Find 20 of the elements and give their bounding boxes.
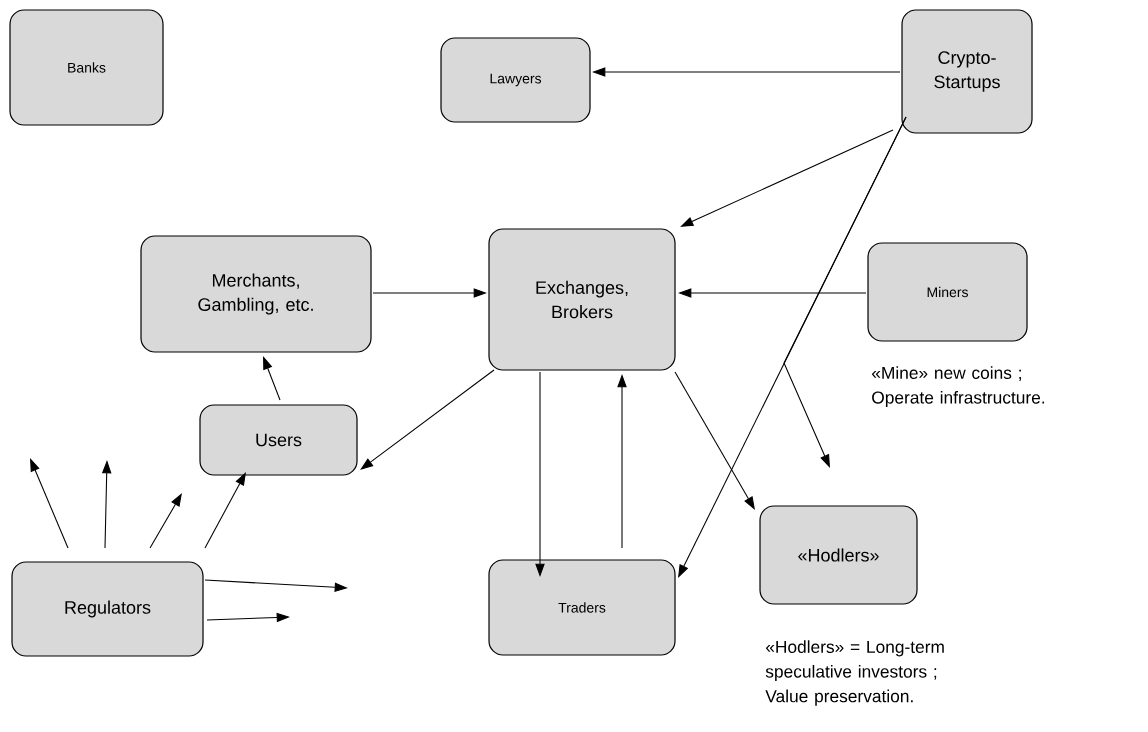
arrow <box>263 356 281 401</box>
process-box: Exchanges, Brokers <box>488 228 676 371</box>
arrow <box>680 129 894 227</box>
note-text: «Mine» new coins ; Operate infrastructure. <box>872 366 1045 408</box>
arrow <box>674 371 755 510</box>
process-box: Regulators <box>11 561 204 657</box>
process-box: Miners <box>867 242 1028 342</box>
process-box: Merchants, Gambling, etc. <box>140 235 372 353</box>
process-box: Users <box>199 404 358 476</box>
arrow <box>204 472 246 549</box>
arrow <box>149 493 182 549</box>
arrow <box>360 369 495 470</box>
arrow <box>783 116 907 468</box>
process-box: «Hodlers» <box>759 505 918 605</box>
process-box: Lawyers <box>440 37 591 123</box>
process-box: Banks <box>9 9 164 126</box>
process-box: Traders <box>488 559 676 656</box>
note-text: «Hodlers» = Long-term speculative investors ; Value preservation. <box>765 640 944 706</box>
arrow <box>30 458 69 549</box>
process-box: Crypto-Startups <box>901 9 1033 134</box>
